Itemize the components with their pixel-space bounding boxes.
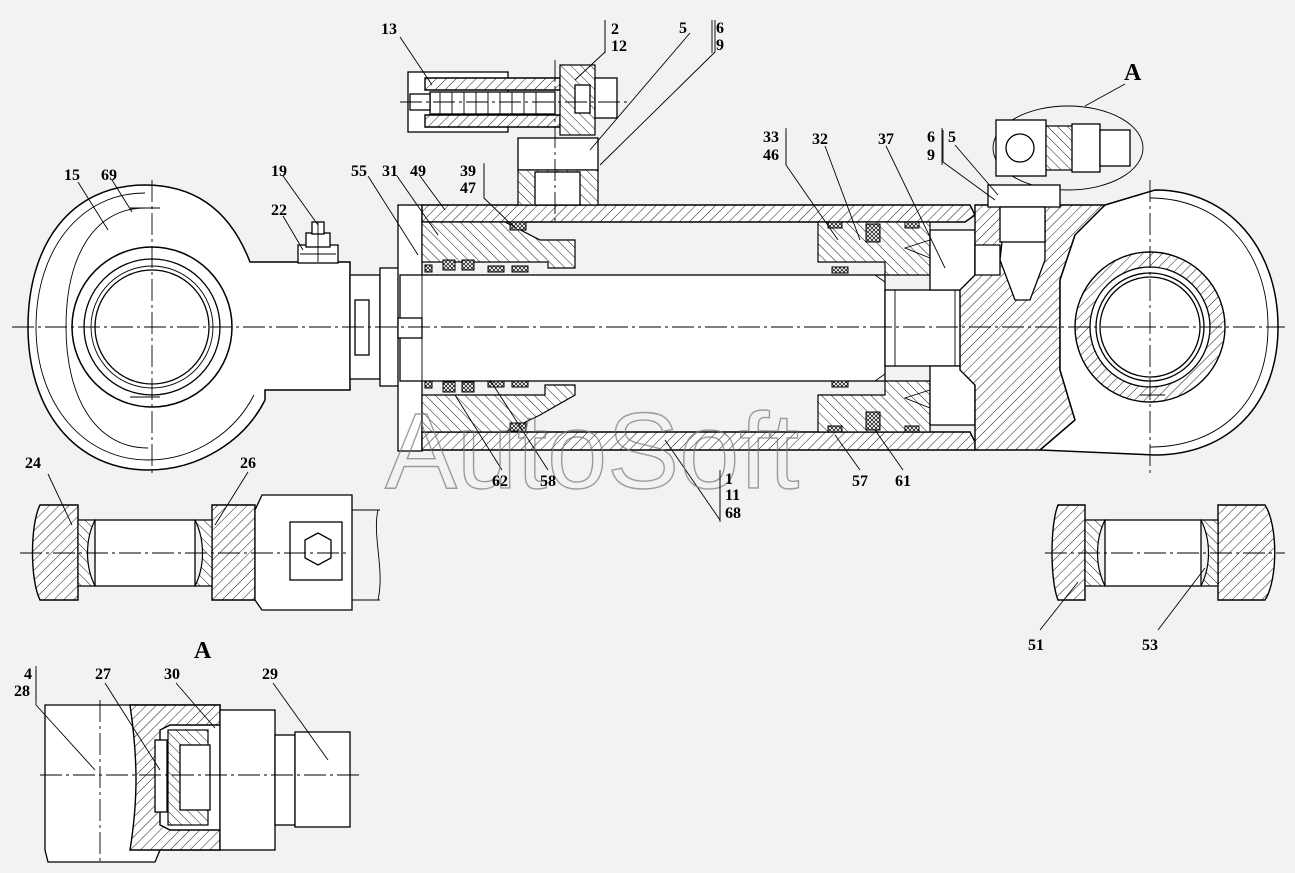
label-22: 22 [271, 202, 287, 219]
center-lines [12, 180, 1285, 475]
label-49: 49 [410, 163, 426, 180]
detail-a-view [40, 700, 360, 865]
label-69: 69 [101, 167, 117, 184]
relief-valve [400, 60, 630, 225]
label-26: 26 [240, 455, 256, 472]
label-58: 58 [540, 473, 556, 490]
left-rod-eye [27, 184, 401, 471]
label-55: 55 [351, 163, 367, 180]
label-47: 47 [460, 180, 476, 197]
label-37: 37 [878, 131, 894, 148]
label-29: 29 [262, 666, 278, 683]
label-9: 9 [716, 37, 724, 54]
watermark-text: AutoSoft [385, 390, 799, 511]
label-2: 2 [611, 21, 619, 38]
label-39: 39 [460, 163, 476, 180]
label-a-callout: A [1124, 60, 1142, 86]
label-53: 53 [1142, 637, 1158, 654]
cylinder-body [397, 204, 1107, 452]
label-57: 57 [852, 473, 868, 490]
label-61: 61 [895, 473, 911, 490]
section-right [1045, 504, 1285, 601]
label-46: 46 [763, 147, 779, 164]
label-dividers [35, 20, 943, 700]
label-28: 28 [14, 683, 30, 700]
label-62: 62 [492, 473, 508, 490]
label-4: 4 [24, 666, 32, 683]
label-15: 15 [64, 167, 80, 184]
label-6b: 6 [927, 129, 935, 146]
detail-a-callout [987, 83, 1144, 243]
part-labels: 13 2 12 5 6 9 A 15 69 19 22 55 31 49 39 … [14, 20, 1158, 700]
label-31: 31 [382, 163, 398, 180]
label-27: 27 [95, 666, 111, 683]
label-19: 19 [271, 163, 287, 180]
section-left [20, 494, 381, 611]
label-13: 13 [381, 21, 397, 38]
label-33: 33 [763, 129, 779, 146]
label-12: 12 [611, 38, 627, 55]
label-11: 11 [725, 487, 740, 504]
label-1: 1 [725, 471, 733, 488]
label-5b: 5 [948, 129, 956, 146]
label-68: 68 [725, 505, 741, 522]
label-a-detail: A [194, 638, 212, 664]
label-32: 32 [812, 131, 828, 148]
label-5: 5 [679, 20, 687, 37]
label-6: 6 [716, 20, 724, 37]
label-9b: 9 [927, 147, 935, 164]
label-51: 51 [1028, 637, 1044, 654]
label-30: 30 [164, 666, 180, 683]
label-24: 24 [25, 455, 41, 472]
